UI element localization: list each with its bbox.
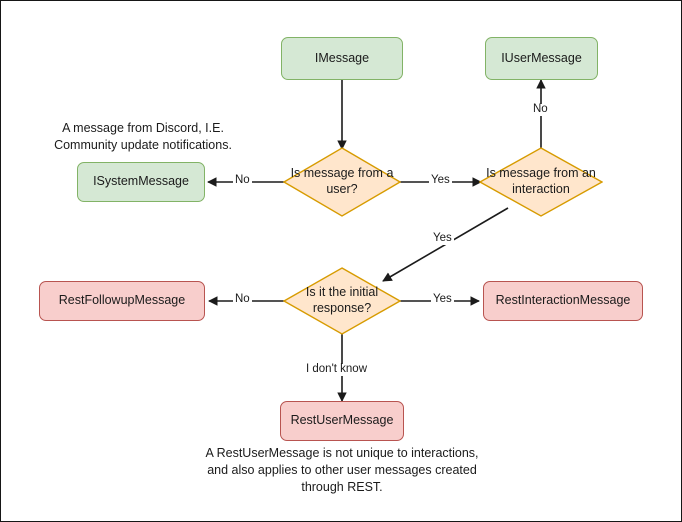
edge-label-initial-unknown: I don't know: [304, 363, 370, 376]
edge-label-interaction-yes: Yes: [431, 232, 454, 245]
node-restfollowupmessage-label: RestFollowupMessage: [58, 293, 186, 308]
edge-decision-interaction-yes: [382, 207, 509, 282]
node-restusermessage[interactable]: RestUserMessage: [280, 401, 404, 441]
node-isystemmessage-label: ISystemMessage: [93, 174, 189, 189]
decision-interaction-label: Is message from an interaction: [486, 166, 596, 196]
node-imessage[interactable]: IMessage: [281, 37, 403, 80]
node-restfollowupmessage[interactable]: RestFollowupMessage: [39, 281, 205, 321]
node-restinteractionmessage-label: RestInteractionMessage: [495, 293, 631, 308]
node-imessage-label: IMessage: [314, 50, 370, 65]
decision-initial-label: Is it the initial response?: [305, 285, 379, 315]
node-iusermessage[interactable]: IUserMessage: [485, 37, 598, 80]
decision-is-message-from-user[interactable]: Is message from a user?: [283, 147, 401, 217]
decision-is-message-from-interaction[interactable]: Is message from an interaction: [479, 147, 603, 217]
node-restinteractionmessage[interactable]: RestInteractionMessage: [483, 281, 643, 321]
edge-label-user-yes: Yes: [429, 174, 452, 187]
decision-initial-shape: [283, 267, 401, 335]
decision-is-initial-response[interactable]: Is it the initial response?: [283, 267, 401, 335]
annotation-rest-user-message: A RestUserMessage is not unique to inter…: [205, 446, 479, 494]
edge-label-user-no: No: [233, 174, 252, 187]
edge-label-initial-no: No: [233, 293, 252, 306]
annotation-system-message: A message from Discord, I.E. Community u…: [54, 121, 232, 152]
node-restusermessage-label: RestUserMessage: [290, 413, 394, 428]
decision-user-label: Is message from a user?: [290, 166, 394, 196]
node-iusermessage-label: IUserMessage: [501, 50, 582, 65]
decision-interaction-shape: [479, 147, 603, 217]
decision-user-shape: [283, 147, 401, 217]
node-isystemmessage[interactable]: ISystemMessage: [77, 162, 205, 202]
edge-label-initial-yes: Yes: [431, 293, 454, 306]
edge-label-interaction-no: No: [531, 103, 550, 116]
